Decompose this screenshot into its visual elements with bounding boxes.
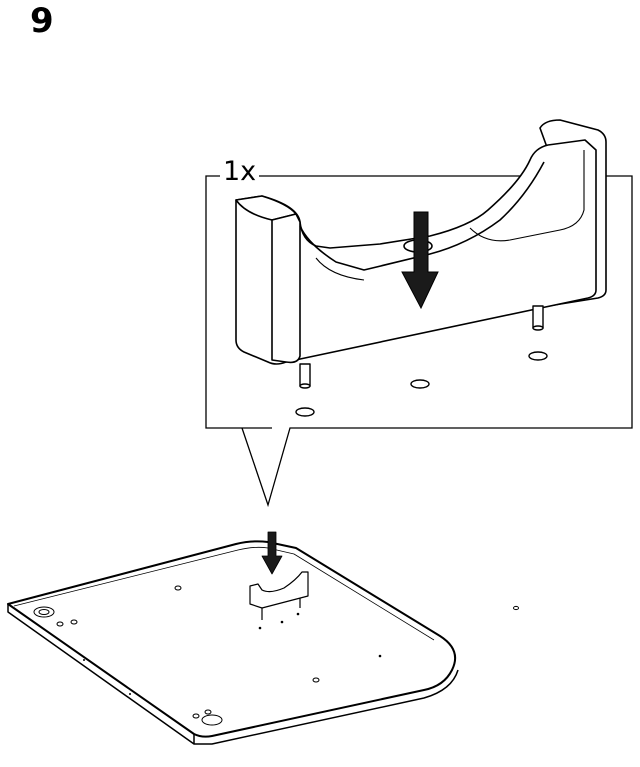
detail-holes [295,351,548,417]
base-panel [7,531,519,745]
quantity-label: 1x [220,158,260,185]
down-arrow-icon [401,211,439,310]
bracket-small [249,571,309,620]
small-down-arrow-icon [261,531,283,575]
step-number: 9 [30,1,54,41]
callout-box [205,175,633,508]
dowel-pins [299,305,544,389]
